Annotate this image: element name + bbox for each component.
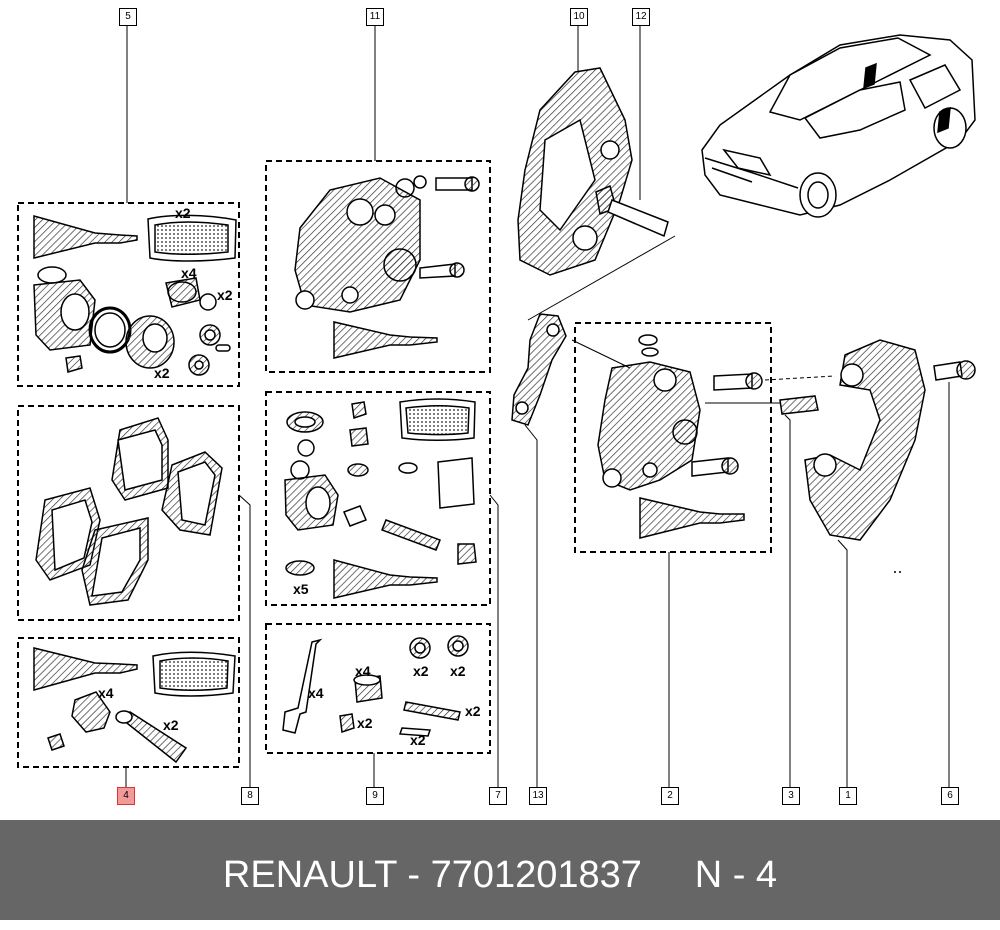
kit-2-caliper — [597, 334, 763, 539]
part-1-bracket — [804, 339, 926, 541]
kit-box-8 — [17, 405, 240, 621]
kit-box-11 — [265, 160, 491, 373]
kit-box-9 — [265, 623, 491, 754]
callout-1[interactable]: 1 — [839, 787, 857, 805]
diagram-position: N - 4 — [694, 854, 778, 896]
part-12-bolt — [595, 184, 669, 238]
callout-13[interactable]: 13 — [529, 787, 547, 805]
callout-4-selected[interactable]: 4 — [117, 787, 135, 805]
kit-box-2 — [574, 322, 772, 553]
qty-label: x4 — [355, 663, 371, 679]
qty-label: x5 — [293, 581, 309, 597]
brand-name: RENAULT — [222, 854, 397, 896]
footer-caption: RENAULT - 7701201837 N - 4 — [0, 820, 1000, 920]
part-10-bracket — [517, 67, 633, 276]
kit-4-parts — [33, 647, 236, 764]
part-13-plate — [511, 313, 567, 426]
kit-11-caliper — [294, 175, 480, 359]
qty-label: x4 — [181, 265, 197, 281]
callout-12[interactable]: 12 — [632, 8, 650, 26]
qty-label: x2 — [465, 703, 481, 719]
callout-5[interactable]: 5 — [119, 8, 137, 26]
qty-label: x2 — [450, 663, 466, 679]
car-illustration — [701, 34, 976, 218]
part-3-bleed-screw — [779, 395, 819, 415]
parts-diagram-svg — [17, 25, 976, 787]
kit-box-5 — [17, 202, 240, 387]
callout-6[interactable]: 6 — [941, 787, 959, 805]
qty-label: x2 — [410, 732, 426, 748]
callout-3[interactable]: 3 — [782, 787, 800, 805]
decorative-dot — [899, 571, 901, 573]
callout-2[interactable]: 2 — [661, 787, 679, 805]
qty-label: x2 — [413, 663, 429, 679]
qty-label: x2 — [154, 365, 170, 381]
kit-9-parts — [282, 635, 469, 737]
separator: - — [396, 854, 431, 896]
part-6-bolt — [933, 360, 976, 381]
qty-label: x2 — [357, 715, 373, 731]
kit-8-brake-pads — [35, 417, 223, 606]
part-number: 7701201837 — [430, 854, 642, 896]
qty-label: x4 — [98, 685, 114, 701]
callout-9[interactable]: 9 — [366, 787, 384, 805]
callout-8[interactable]: 8 — [241, 787, 259, 805]
qty-label: x2 — [175, 205, 191, 221]
kit-5-parts — [33, 214, 237, 376]
callout-10[interactable]: 10 — [570, 8, 588, 26]
decorative-dot — [894, 571, 896, 573]
parts-diagram — [17, 25, 976, 787]
kit-7-parts — [284, 398, 477, 599]
qty-label: x2 — [217, 287, 233, 303]
qty-label: x4 — [308, 685, 324, 701]
callout-11[interactable]: 11 — [366, 8, 384, 26]
qty-label: x2 — [163, 717, 179, 733]
callout-7[interactable]: 7 — [489, 787, 507, 805]
spacer — [642, 854, 695, 896]
kit-box-7 — [265, 391, 491, 606]
footer-bar: RENAULT - 7701201837 N - 4 — [0, 820, 1000, 920]
kit-box-4 — [17, 637, 240, 768]
